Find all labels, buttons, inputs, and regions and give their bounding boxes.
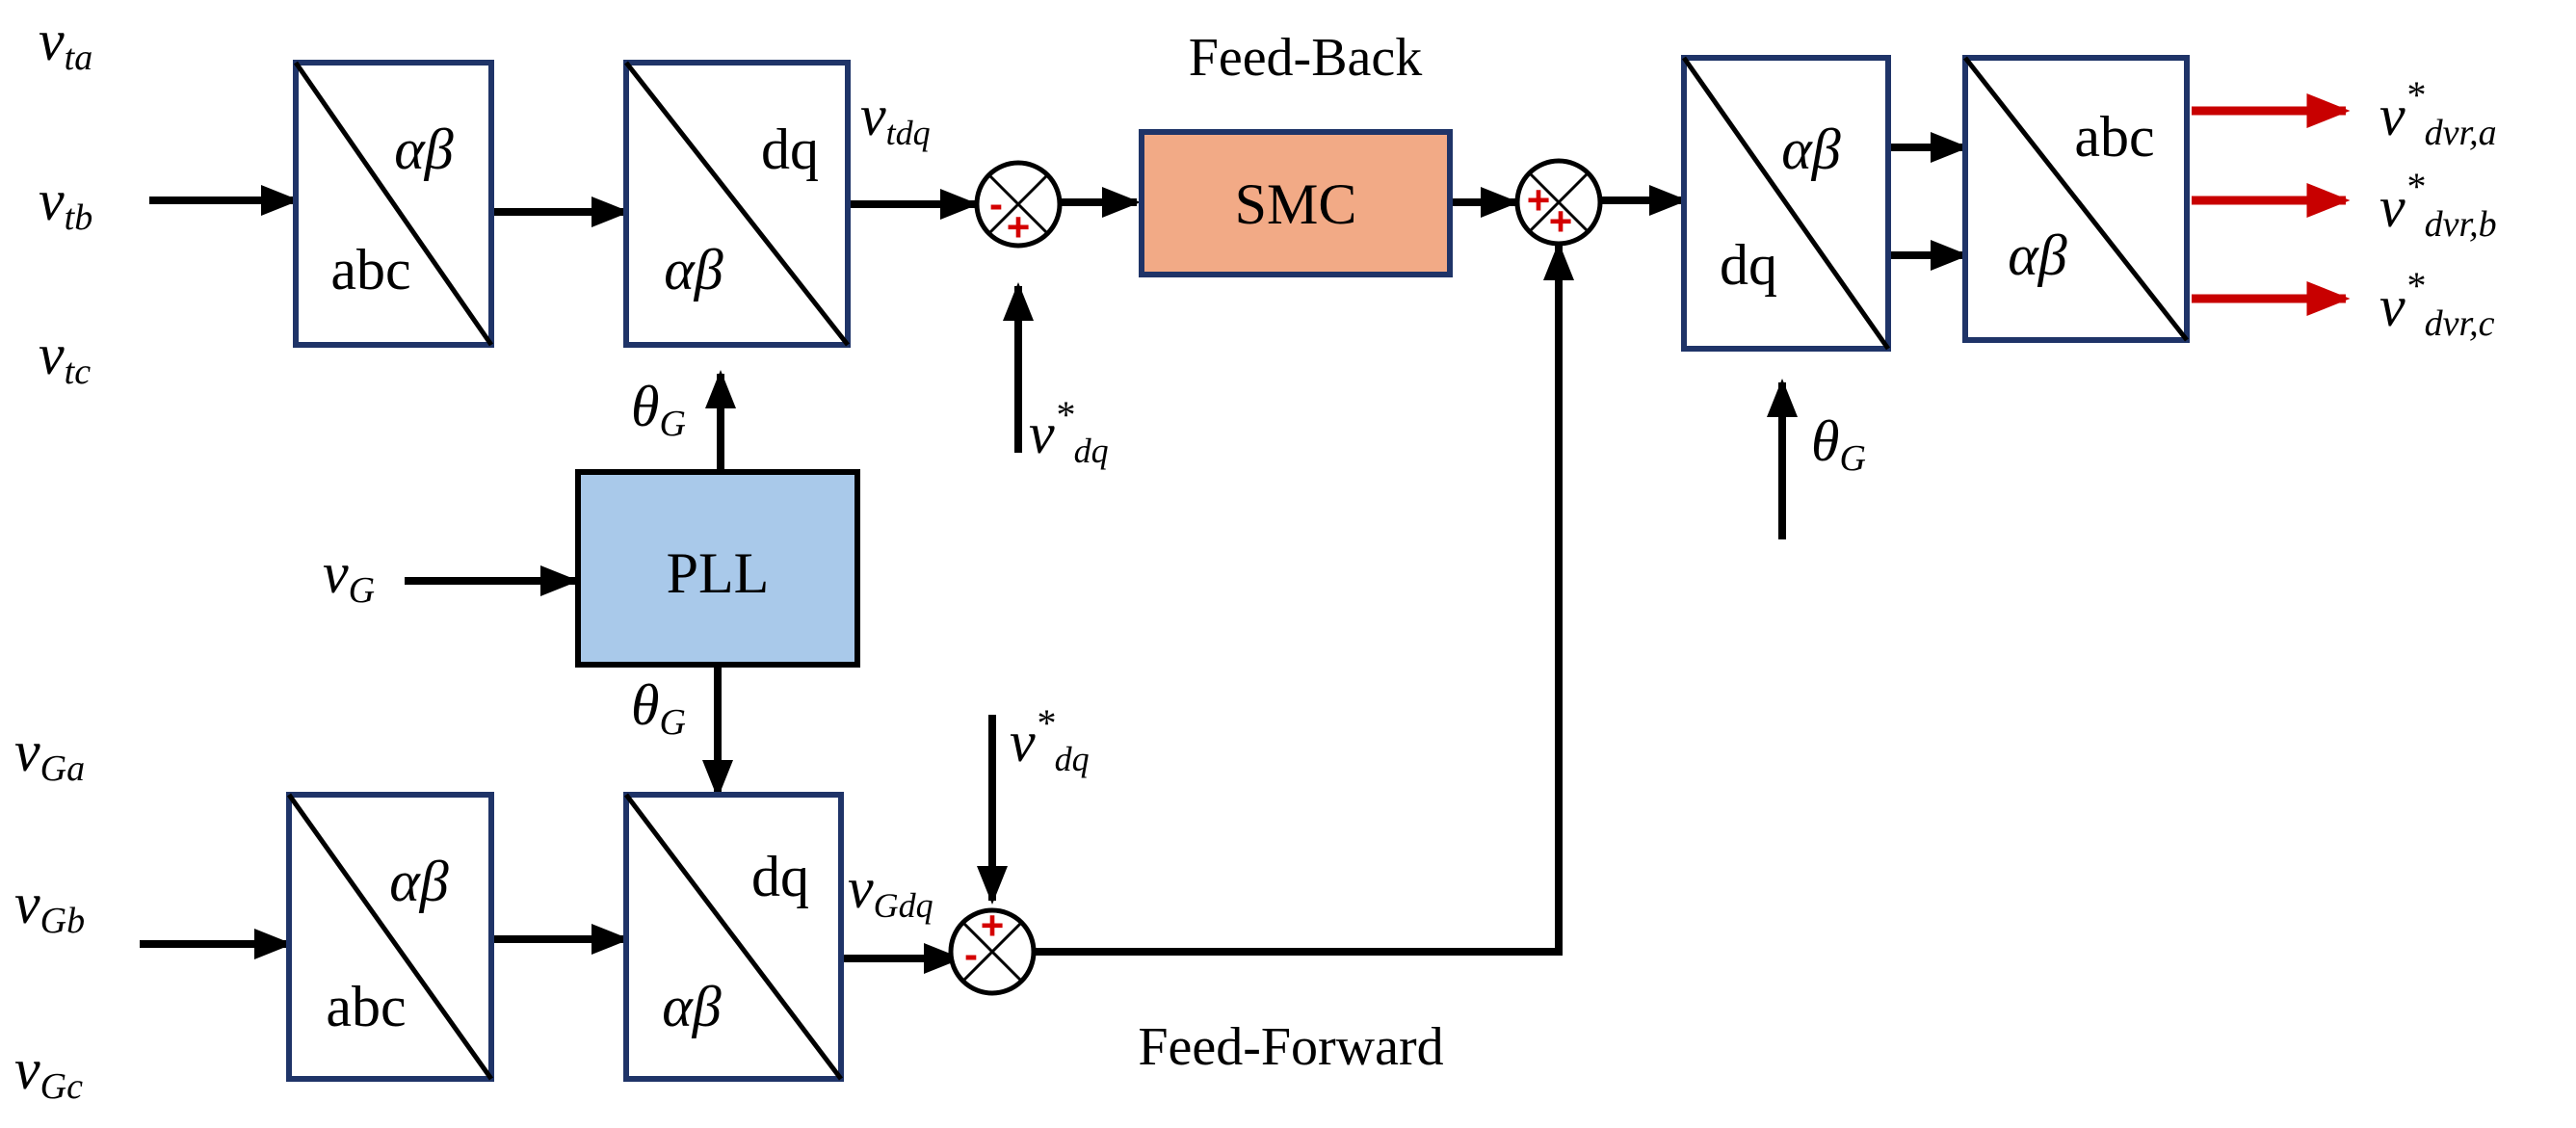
block-label-top-right: dq	[761, 118, 819, 181]
smc-block: SMC	[1139, 129, 1453, 277]
transform-alphabeta-to-abc: abc αβ	[1962, 55, 2190, 343]
transform-dq-to-alphabeta: αβ dq	[1681, 55, 1891, 352]
label-vgb: vGb	[14, 872, 85, 941]
transform-abc-to-alphabeta-bottom: αβ abc	[286, 792, 494, 1082]
label-vga: vGa	[14, 720, 85, 789]
smc-label: SMC	[1235, 172, 1357, 236]
transform-alphabeta-to-dq-bottom: dq αβ	[623, 792, 844, 1082]
block-label-bottom-left: αβ	[664, 238, 723, 302]
summer-feedforward: + -	[948, 903, 1037, 996]
pll-label: PLL	[667, 541, 770, 605]
block-label-bottom-left: αβ	[662, 975, 721, 1038]
pll-block: PLL	[575, 469, 860, 668]
label-vdvr-b: v*dvr,b	[2379, 165, 2497, 245]
block-label-top-right: αβ	[1781, 118, 1840, 181]
label-vdvr-c: v*dvr,c	[2379, 264, 2495, 344]
sign-bottom: +	[1007, 204, 1031, 249]
block-label-top-right: αβ	[389, 850, 448, 913]
transform-alphabeta-to-dq-top: dq αβ	[623, 60, 851, 348]
label-theta-right: θG	[1811, 409, 1866, 479]
block-label-top-right: abc	[2074, 105, 2154, 169]
feedforward-label: Feed-Forward	[1138, 1017, 1443, 1077]
summer-combine: + +	[1514, 158, 1603, 247]
label-vta: vta	[39, 9, 92, 78]
sign-bottom: +	[1549, 198, 1573, 244]
block-label-bottom-left: αβ	[2008, 223, 2066, 287]
label-vtc: vtc	[39, 323, 91, 392]
label-vgdq: vGdq	[848, 856, 933, 925]
label-theta-mid: θG	[631, 673, 686, 743]
feedback-label: Feed-Back	[1189, 28, 1423, 88]
block-label-bottom-left: dq	[1720, 233, 1777, 297]
summer-feedback: - +	[974, 160, 1063, 249]
label-vdvr-a: v*dvr,a	[2379, 73, 2497, 153]
label-vdq-ref-bot: v*dq	[1010, 701, 1090, 778]
wires	[140, 93, 2351, 974]
label-vtdq: vtdq	[860, 84, 931, 152]
sign-top: +	[981, 903, 1005, 948]
wire-feedforward	[1036, 242, 1574, 956]
block-label-top-right: dq	[751, 845, 809, 908]
block-label-bottom-left: abc	[330, 238, 410, 302]
block-label-top-right: αβ	[394, 118, 453, 181]
sign-left: +	[1527, 177, 1551, 223]
label-vg: vG	[323, 541, 375, 611]
label-vgc: vGc	[14, 1037, 83, 1107]
sign-left: -	[989, 181, 1003, 226]
transform-abc-to-alphabeta-top: αβ abc	[293, 60, 494, 348]
label-vtb: vtb	[39, 169, 92, 238]
block-label-bottom-left: abc	[326, 975, 406, 1038]
label-vdq-ref-top: v*dq	[1029, 393, 1109, 470]
sign-left: -	[964, 931, 978, 977]
label-theta-top: θG	[631, 375, 686, 444]
